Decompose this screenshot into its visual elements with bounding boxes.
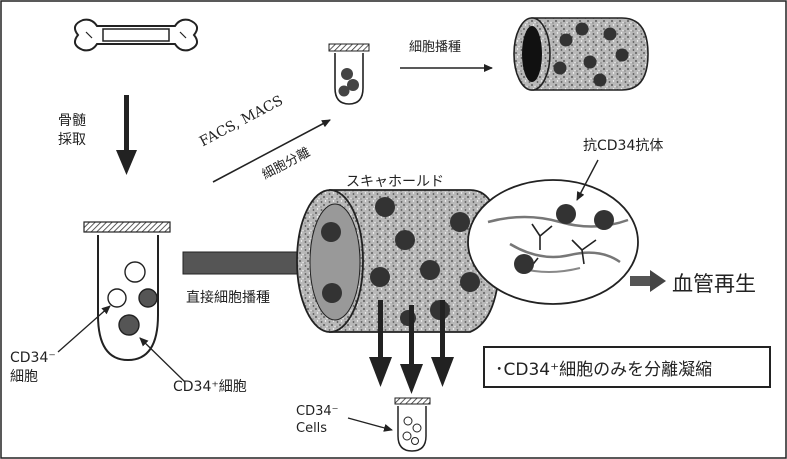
harvest-down-arrow [116, 95, 137, 175]
label-cell-seeding-top: 細胞播種 [409, 36, 461, 55]
small-tube-bottom [395, 398, 430, 451]
label-bottom-cells: Cells [296, 420, 339, 437]
result-box-text: ･CD34⁺細胞のみを分離凝縮 [495, 355, 712, 380]
label-bone-harvest: 骨髄 採取 [58, 112, 86, 150]
label-bone-harvest-line2: 採取 [58, 131, 86, 150]
label-direct-seeding: 直接細胞播種 [186, 287, 270, 307]
revascularization-arrow [630, 270, 666, 292]
label-bottom-cd34: CD34⁻ [296, 403, 339, 420]
small-tube-top [329, 44, 369, 104]
label-revascularization: 血管再生 [672, 268, 756, 298]
filtration-arrows [369, 300, 454, 394]
label-cd34-neg: CD34⁻ 細胞 [10, 349, 56, 387]
result-box: ･CD34⁺細胞のみを分離凝縮 [483, 346, 771, 388]
large-tube [84, 222, 170, 360]
bone-icon [75, 20, 197, 51]
label-cd34-neg-line2: 細胞 [10, 368, 56, 387]
label-anti-cd34: 抗CD34抗体 [583, 135, 663, 155]
main-scaffold [297, 190, 500, 332]
label-bottom-cd34-cells: CD34⁻ Cells [296, 403, 339, 437]
label-scaffold: スキャホールド [346, 171, 444, 191]
cd34-neg-cells-pointer [348, 418, 392, 430]
label-bone-harvest-line1: 骨髄 [58, 112, 86, 131]
label-cd34-neg-line1: CD34⁻ [10, 349, 56, 368]
magnified-view [468, 180, 638, 304]
small-scaffold [514, 18, 648, 90]
label-cd34-pos: CD34⁺細胞 [173, 376, 247, 396]
